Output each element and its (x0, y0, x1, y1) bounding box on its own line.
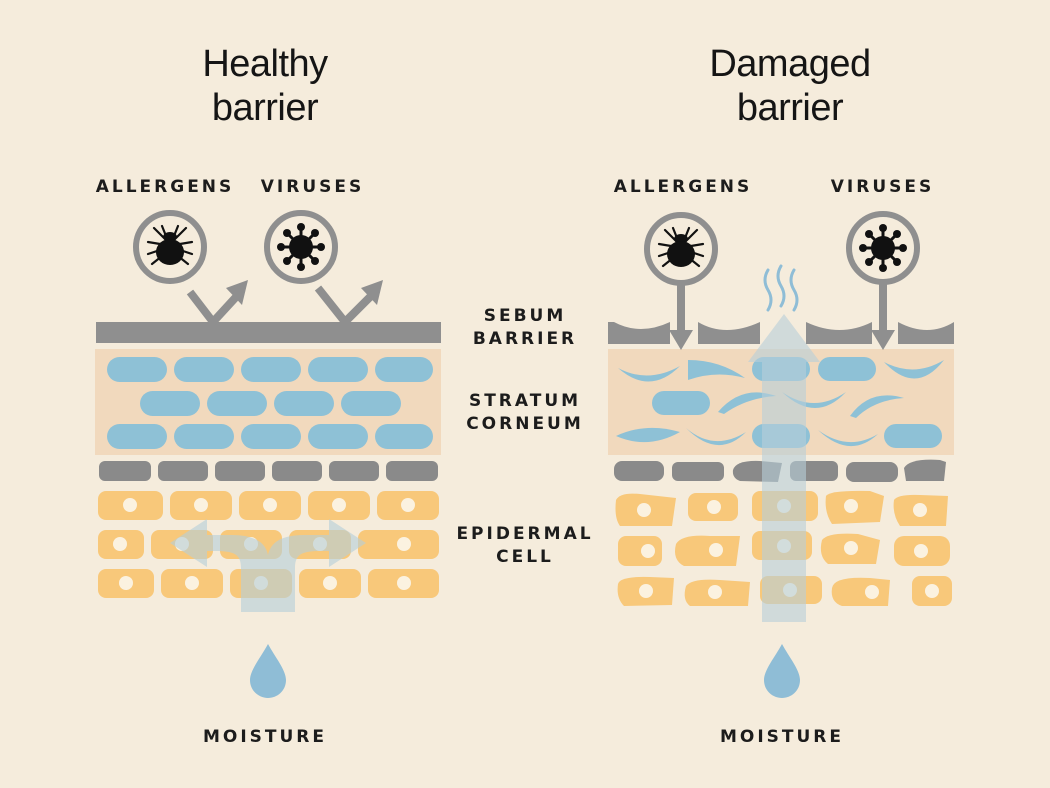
damaged-title-line2: barrier (736, 87, 844, 129)
virus-icon (857, 222, 909, 274)
healthy-sebum-barrier (96, 322, 441, 343)
epidermal-label-line1: EPIDERMAL (456, 524, 594, 544)
moisture-escape-arrow-icon (748, 314, 820, 622)
penetrate-arrow-icon (669, 284, 895, 350)
moisture-drop-icon (764, 644, 800, 698)
damaged-allergens-label: ALLERGENS (613, 177, 753, 197)
healthy-corneum-cells (107, 357, 433, 449)
healthy-allergens-label: ALLERGENS (95, 177, 235, 197)
damaged-moisture-label: MOISTURE (719, 727, 845, 747)
damaged-skin-section (608, 211, 954, 698)
moisture-drop-icon (250, 644, 286, 698)
epidermal-label-line2: CELL (496, 547, 554, 567)
healthy-virus-badge (264, 210, 338, 284)
virus-icon (275, 221, 327, 273)
stratum-label-line1: STRATUM (468, 391, 582, 411)
healthy-viruses-label: VIRUSES (260, 177, 365, 197)
healthy-barrier-title: Healthy barrier (150, 42, 380, 130)
healthy-moisture-label: MOISTURE (202, 727, 328, 747)
healthy-skin-section (95, 210, 441, 698)
moisture-retained-arrow-icon (170, 519, 366, 612)
sebum-barrier-label: SEBUM BARRIER (455, 305, 595, 351)
epidermal-cell-label: EPIDERMAL CELL (450, 523, 600, 569)
damaged-title-line1: Damaged (709, 43, 871, 85)
healthy-basal-cells (99, 461, 438, 481)
healthy-allergen-badge (133, 210, 207, 284)
sebum-label-line2: BARRIER (472, 329, 578, 349)
healthy-title-line2: barrier (211, 87, 319, 129)
damaged-barrier-title: Damaged barrier (670, 42, 910, 130)
deflect-arrow-icon (186, 280, 383, 325)
healthy-title-line1: Healthy (202, 43, 328, 85)
damaged-allergen-badge (644, 212, 718, 286)
damaged-virus-badge (846, 211, 920, 285)
stratum-corneum-label: STRATUM CORNEUM (455, 390, 595, 436)
damaged-sebum-barrier (608, 322, 954, 344)
evaporation-icon (763, 264, 799, 312)
sebum-label-line1: SEBUM (483, 306, 567, 326)
damaged-epidermal-cells (615, 490, 952, 606)
stratum-label-line2: CORNEUM (466, 414, 584, 434)
damaged-viruses-label: VIRUSES (830, 177, 935, 197)
